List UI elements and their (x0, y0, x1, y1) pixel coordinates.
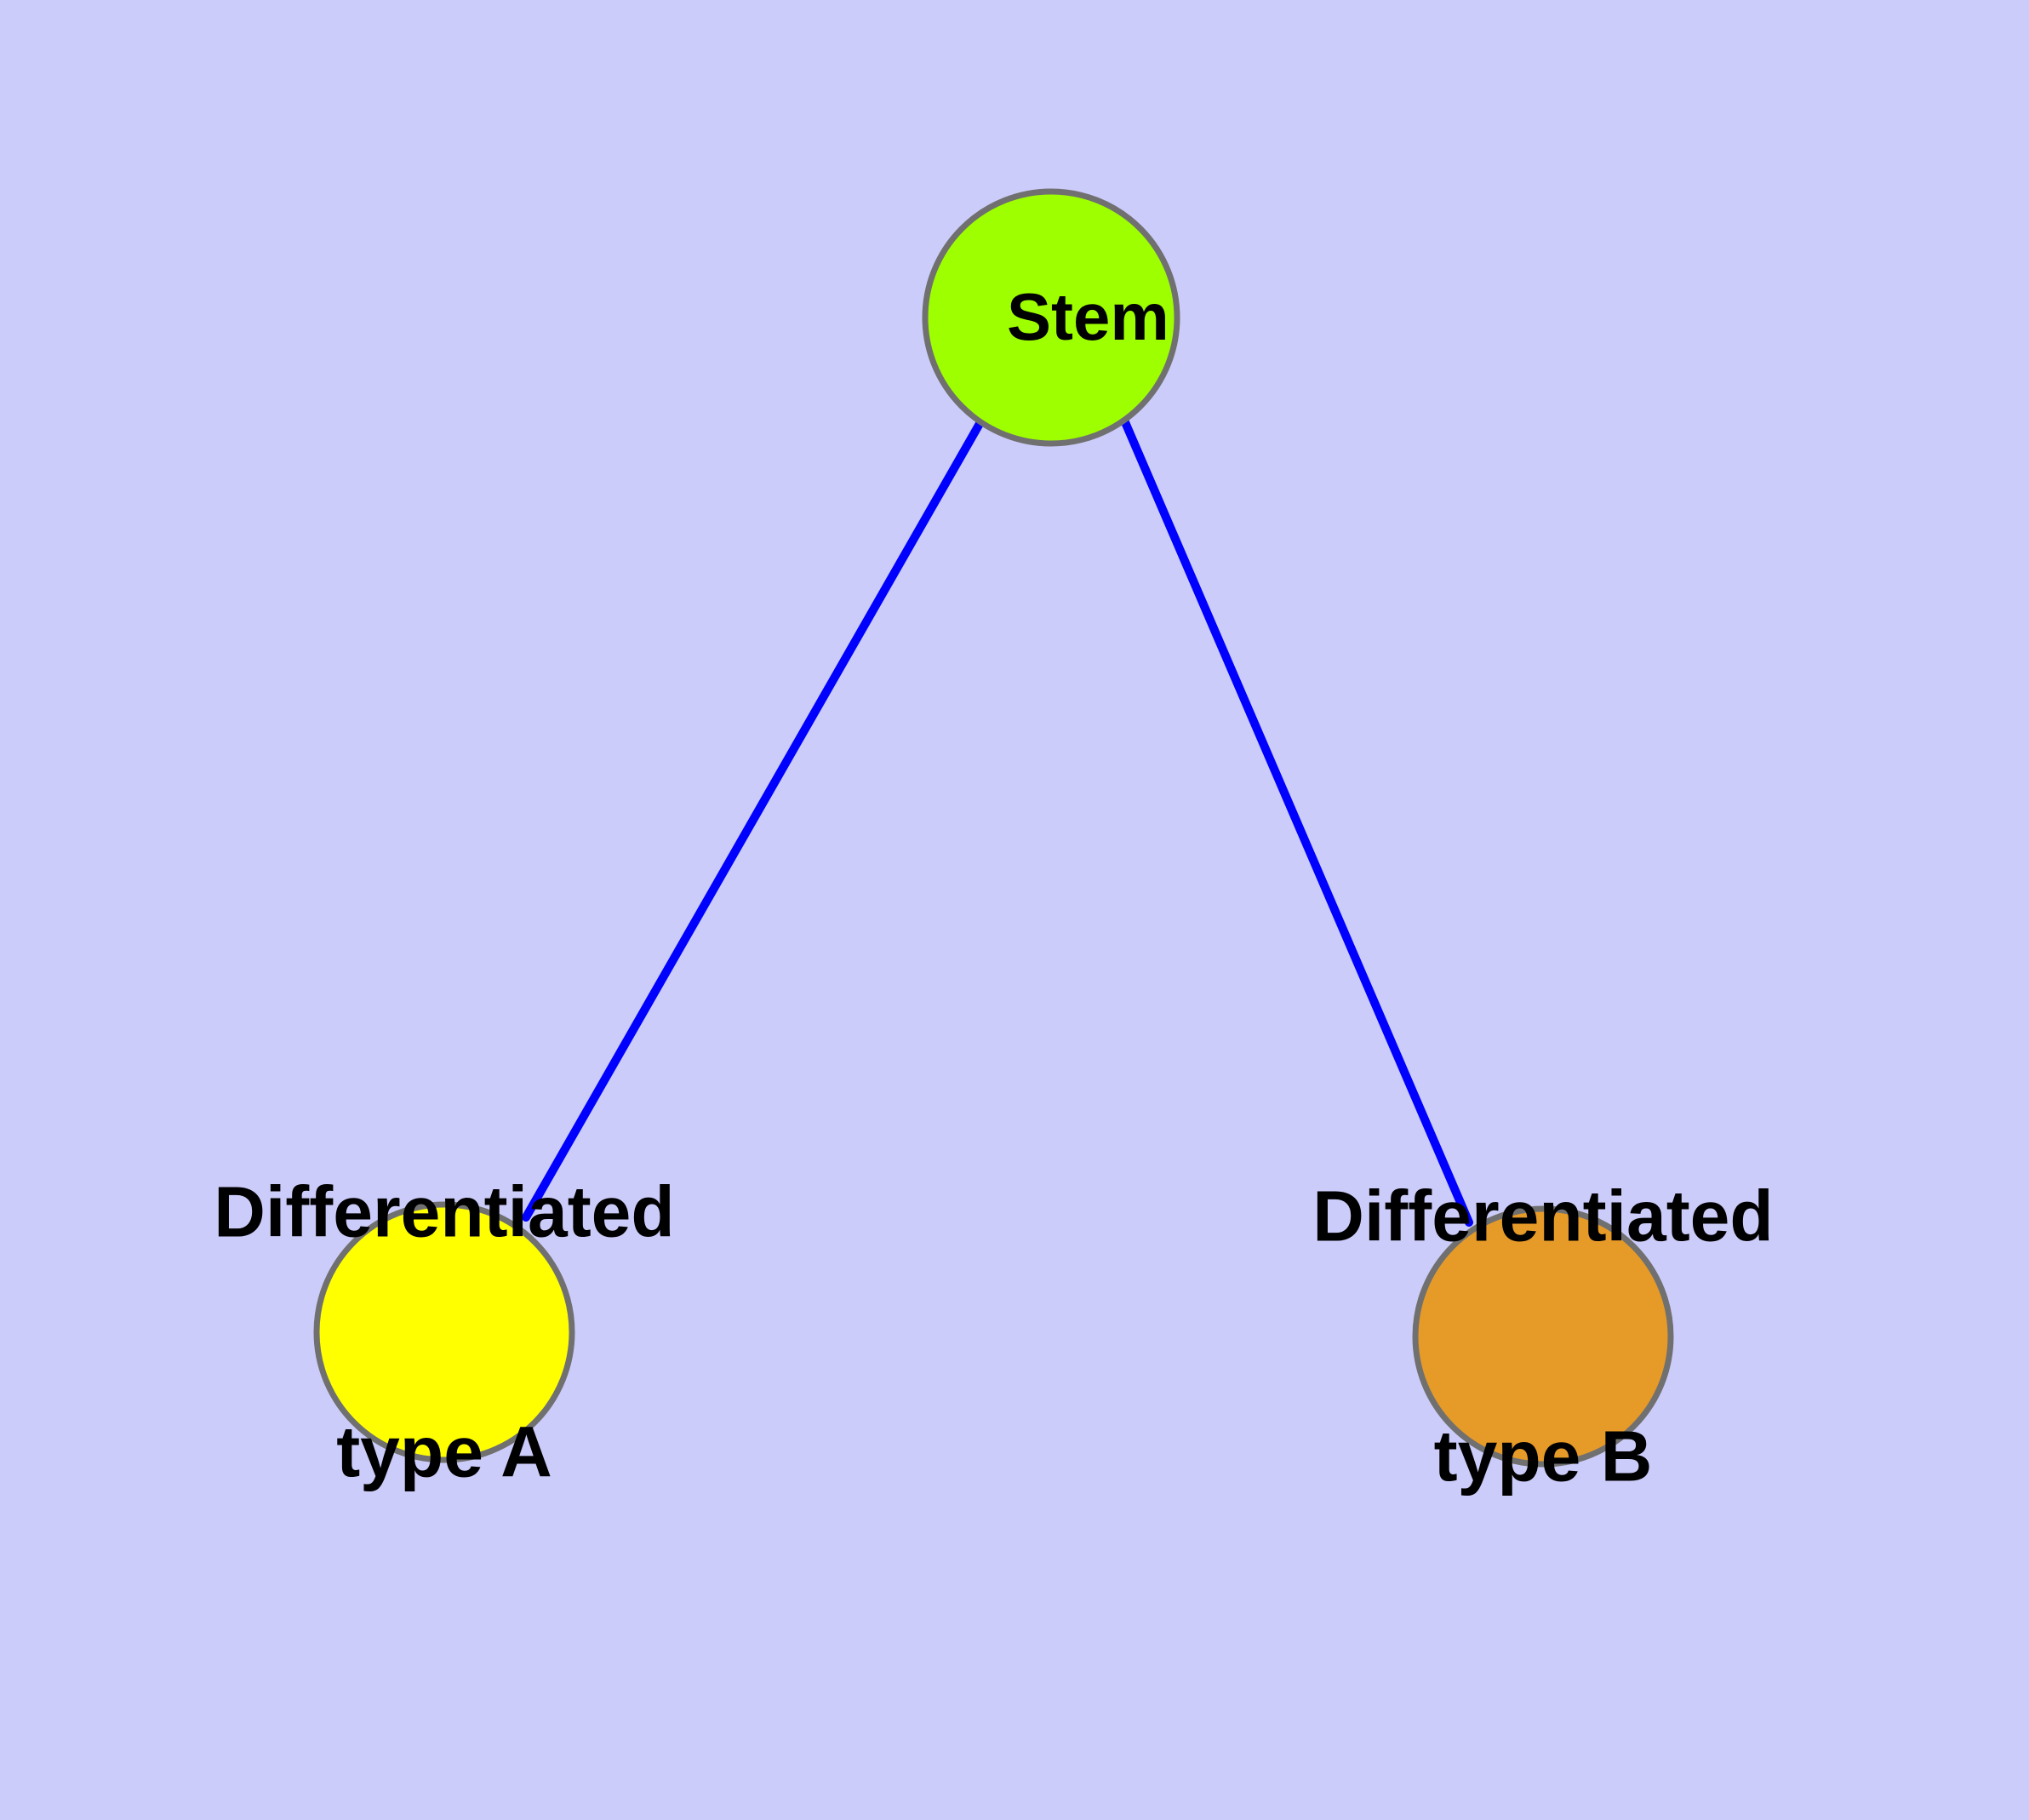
node-differentiated-type-b[interactable] (1412, 1205, 1674, 1468)
edge-stem-to-differentiated-type-b (1121, 418, 1473, 1227)
node-stem[interactable] (922, 188, 1180, 447)
edge-layer (522, 418, 1473, 1227)
node-layer (313, 188, 1674, 1468)
node-differentiated-type-a[interactable] (313, 1201, 575, 1463)
edge-stem-to-differentiated-type-a (522, 418, 985, 1222)
